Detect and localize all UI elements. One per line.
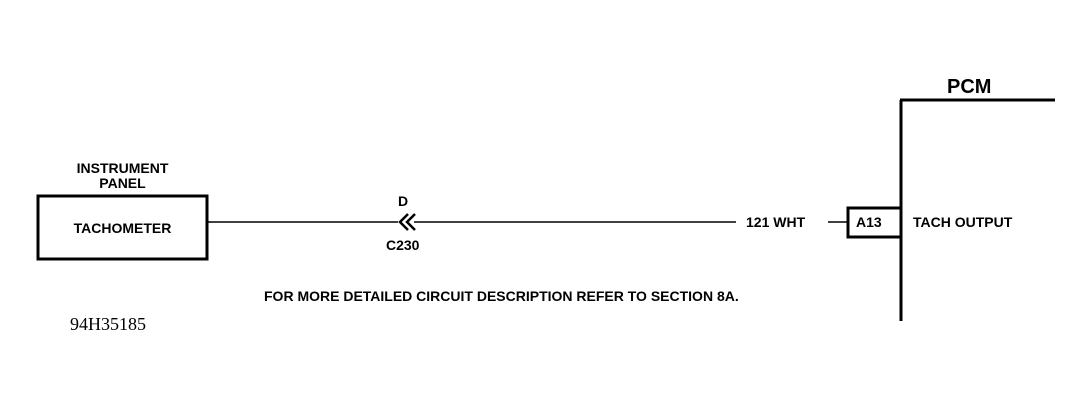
tach-output-label: TACH OUTPUT	[913, 214, 1013, 230]
figure-id: 94H35185	[70, 314, 146, 334]
instrument-panel-title-line1: INSTRUMENT	[76, 160, 169, 176]
instrument-panel-title-line2: PANEL	[99, 175, 146, 191]
connector-c230-symbol	[398, 213, 416, 231]
tachometer-box	[36, 194, 209, 261]
tachometer-label: TACHOMETER	[73, 220, 172, 236]
wire-label: 121 WHT	[746, 214, 806, 230]
a13-terminal-label: A13	[856, 214, 882, 230]
connector-pin-label: D	[398, 193, 409, 209]
circuit-note: FOR MORE DETAILED CIRCUIT DESCRIPTION RE…	[264, 288, 739, 304]
pcm-title: PCM	[947, 76, 992, 98]
connector-id-label: C230	[386, 237, 420, 253]
